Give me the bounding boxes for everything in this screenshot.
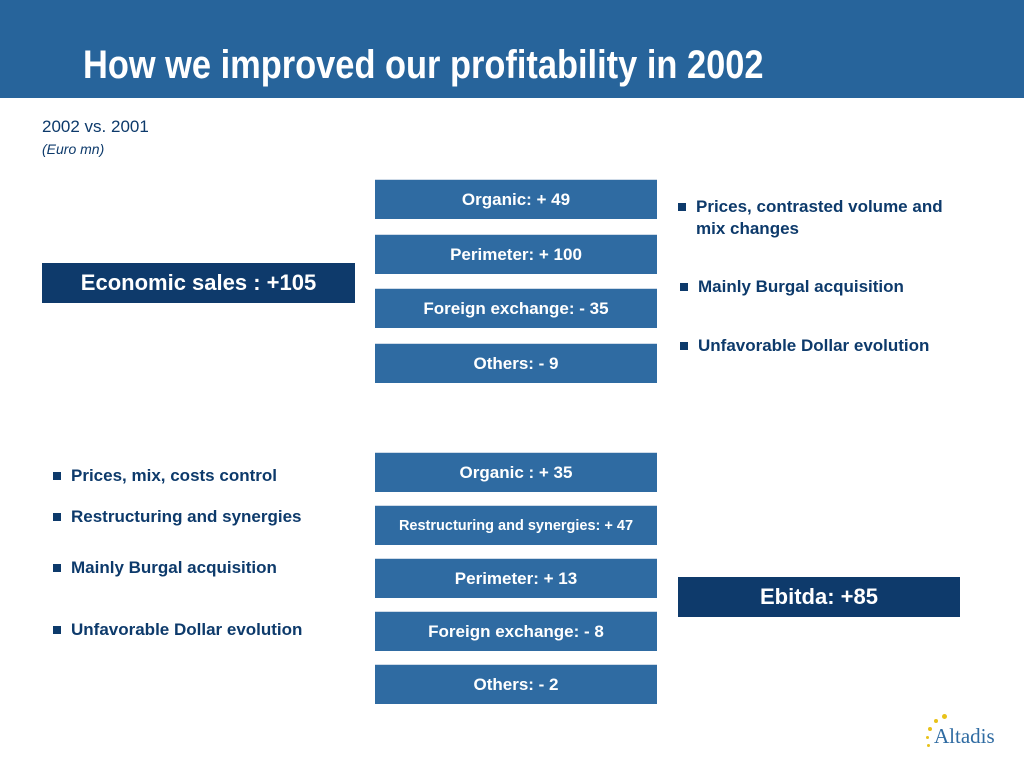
note-text: Prices, contrasted volume and mix change… — [696, 197, 943, 238]
logo-text: Altadis — [934, 724, 995, 748]
economic-sales-foreign-exchange-note: Unfavorable Dollar evolution — [680, 335, 990, 357]
bullet-icon — [680, 342, 688, 350]
bullet-icon — [53, 564, 61, 572]
note-text: Mainly Burgal acquisition — [71, 558, 277, 577]
ebitda-total: Ebitda: +85 — [678, 577, 960, 617]
comparison-subtitle: 2002 vs. 2001 — [42, 117, 149, 136]
note-text: Unfavorable Dollar evolution — [71, 620, 303, 639]
altadis-logo: Altadis — [920, 714, 1012, 758]
bullet-icon — [53, 626, 61, 634]
economic-sales-organic-note: Prices, contrasted volume and mix change… — [678, 196, 968, 240]
economic-sales-total: Economic sales : +105 — [42, 263, 355, 303]
ebitda-organic-box: Organic : + 35 — [375, 452, 657, 492]
bullet-icon — [53, 472, 61, 480]
ebitda-perimeter-note: Mainly Burgal acquisition — [53, 557, 353, 579]
ebitda-restructuring-note: Restructuring and synergies — [53, 506, 363, 528]
unit-label: (Euro mn) — [42, 141, 105, 157]
economic-sales-organic-box: Organic: + 49 — [375, 179, 657, 219]
ebitda-foreign-exchange-note: Unfavorable Dollar evolution — [53, 619, 363, 641]
economic-sales-perimeter-box: Perimeter: + 100 — [375, 234, 657, 274]
ebitda-others-box: Others: - 2 — [375, 664, 657, 704]
bullet-icon — [680, 283, 688, 291]
ebitda-organic-note: Prices, mix, costs control — [53, 465, 353, 487]
note-text: Restructuring and synergies — [71, 507, 302, 526]
bullet-icon — [678, 203, 686, 211]
bullet-icon — [53, 513, 61, 521]
note-text: Unfavorable Dollar evolution — [698, 336, 930, 355]
header-bar: How we improved our profitability in 200… — [0, 0, 1024, 98]
economic-sales-foreign-exchange-box: Foreign exchange: - 35 — [375, 288, 657, 328]
note-text: Mainly Burgal acquisition — [698, 277, 904, 296]
page-title: How we improved our profitability in 200… — [83, 43, 764, 87]
ebitda-foreign-exchange-box: Foreign exchange: - 8 — [375, 611, 657, 651]
ebitda-perimeter-box: Perimeter: + 13 — [375, 558, 657, 598]
ebitda-restructuring-box: Restructuring and synergies: + 47 — [375, 505, 657, 545]
economic-sales-perimeter-note: Mainly Burgal acquisition — [680, 276, 980, 298]
economic-sales-others-box: Others: - 9 — [375, 343, 657, 383]
note-text: Prices, mix, costs control — [71, 466, 277, 485]
